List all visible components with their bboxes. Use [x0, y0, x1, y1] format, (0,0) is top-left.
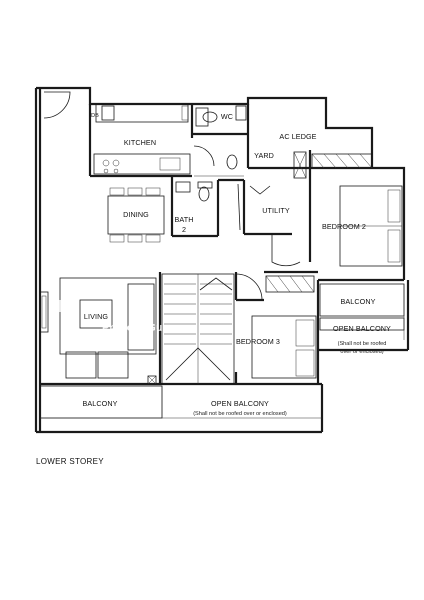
room-label-living: LIVING — [84, 312, 108, 321]
watermark-text: PropertyGuru — [102, 322, 174, 334]
right-balconies — [319, 283, 405, 340]
room-label-balcony-right: BALCONY — [340, 297, 375, 306]
room-label-open-balcony-right: OPEN BALCONY — [333, 324, 391, 333]
dining-table — [107, 187, 165, 243]
bedroom2-fittings — [311, 153, 403, 267]
room-label-yard: YARD — [254, 151, 274, 160]
staircase — [161, 273, 235, 385]
room-label-ac-ledge: AC LEDGE — [279, 132, 316, 141]
outer-walls — [34, 86, 410, 434]
note-bottom: (Shall not be roofed over or enclosed) — [193, 411, 287, 417]
kitchen-fittings — [93, 103, 191, 175]
note-right-line2: over or enclosed) — [340, 349, 383, 355]
room-label-balcony-bottom: BALCONY — [82, 399, 117, 408]
bottom-balcony — [39, 385, 322, 419]
plan-caption: LOWER STOREY — [36, 457, 104, 466]
watermark-box-icon — [58, 300, 68, 312]
room-label-bath-line1: BATH — [174, 215, 193, 224]
room-label-db: DB — [91, 113, 99, 119]
room-label-wc: WC — [221, 112, 233, 121]
doors — [43, 91, 301, 301]
bedroom3-fittings — [251, 275, 317, 379]
room-label-bedroom2: BEDROOM 2 — [322, 222, 366, 231]
wc-fittings — [195, 105, 247, 127]
living-fittings — [39, 277, 157, 385]
bath2-fittings — [175, 181, 213, 202]
watermark-logo: PropertyGuru — [58, 300, 174, 334]
room-label-kitchen: KITCHEN — [124, 138, 156, 147]
room-label-bedroom3: BEDROOM 3 — [236, 337, 280, 346]
room-label-bath-line2: 2 — [182, 225, 186, 234]
note-right-line1: (Shall not be roofed — [338, 341, 387, 347]
room-label-open-balcony-bottom: OPEN BALCONY — [211, 399, 269, 408]
room-label-utility: UTILITY — [262, 206, 290, 215]
yard-fittings — [194, 151, 307, 179]
room-label-dining: DINING — [123, 210, 149, 219]
interior-walls — [88, 104, 404, 384]
